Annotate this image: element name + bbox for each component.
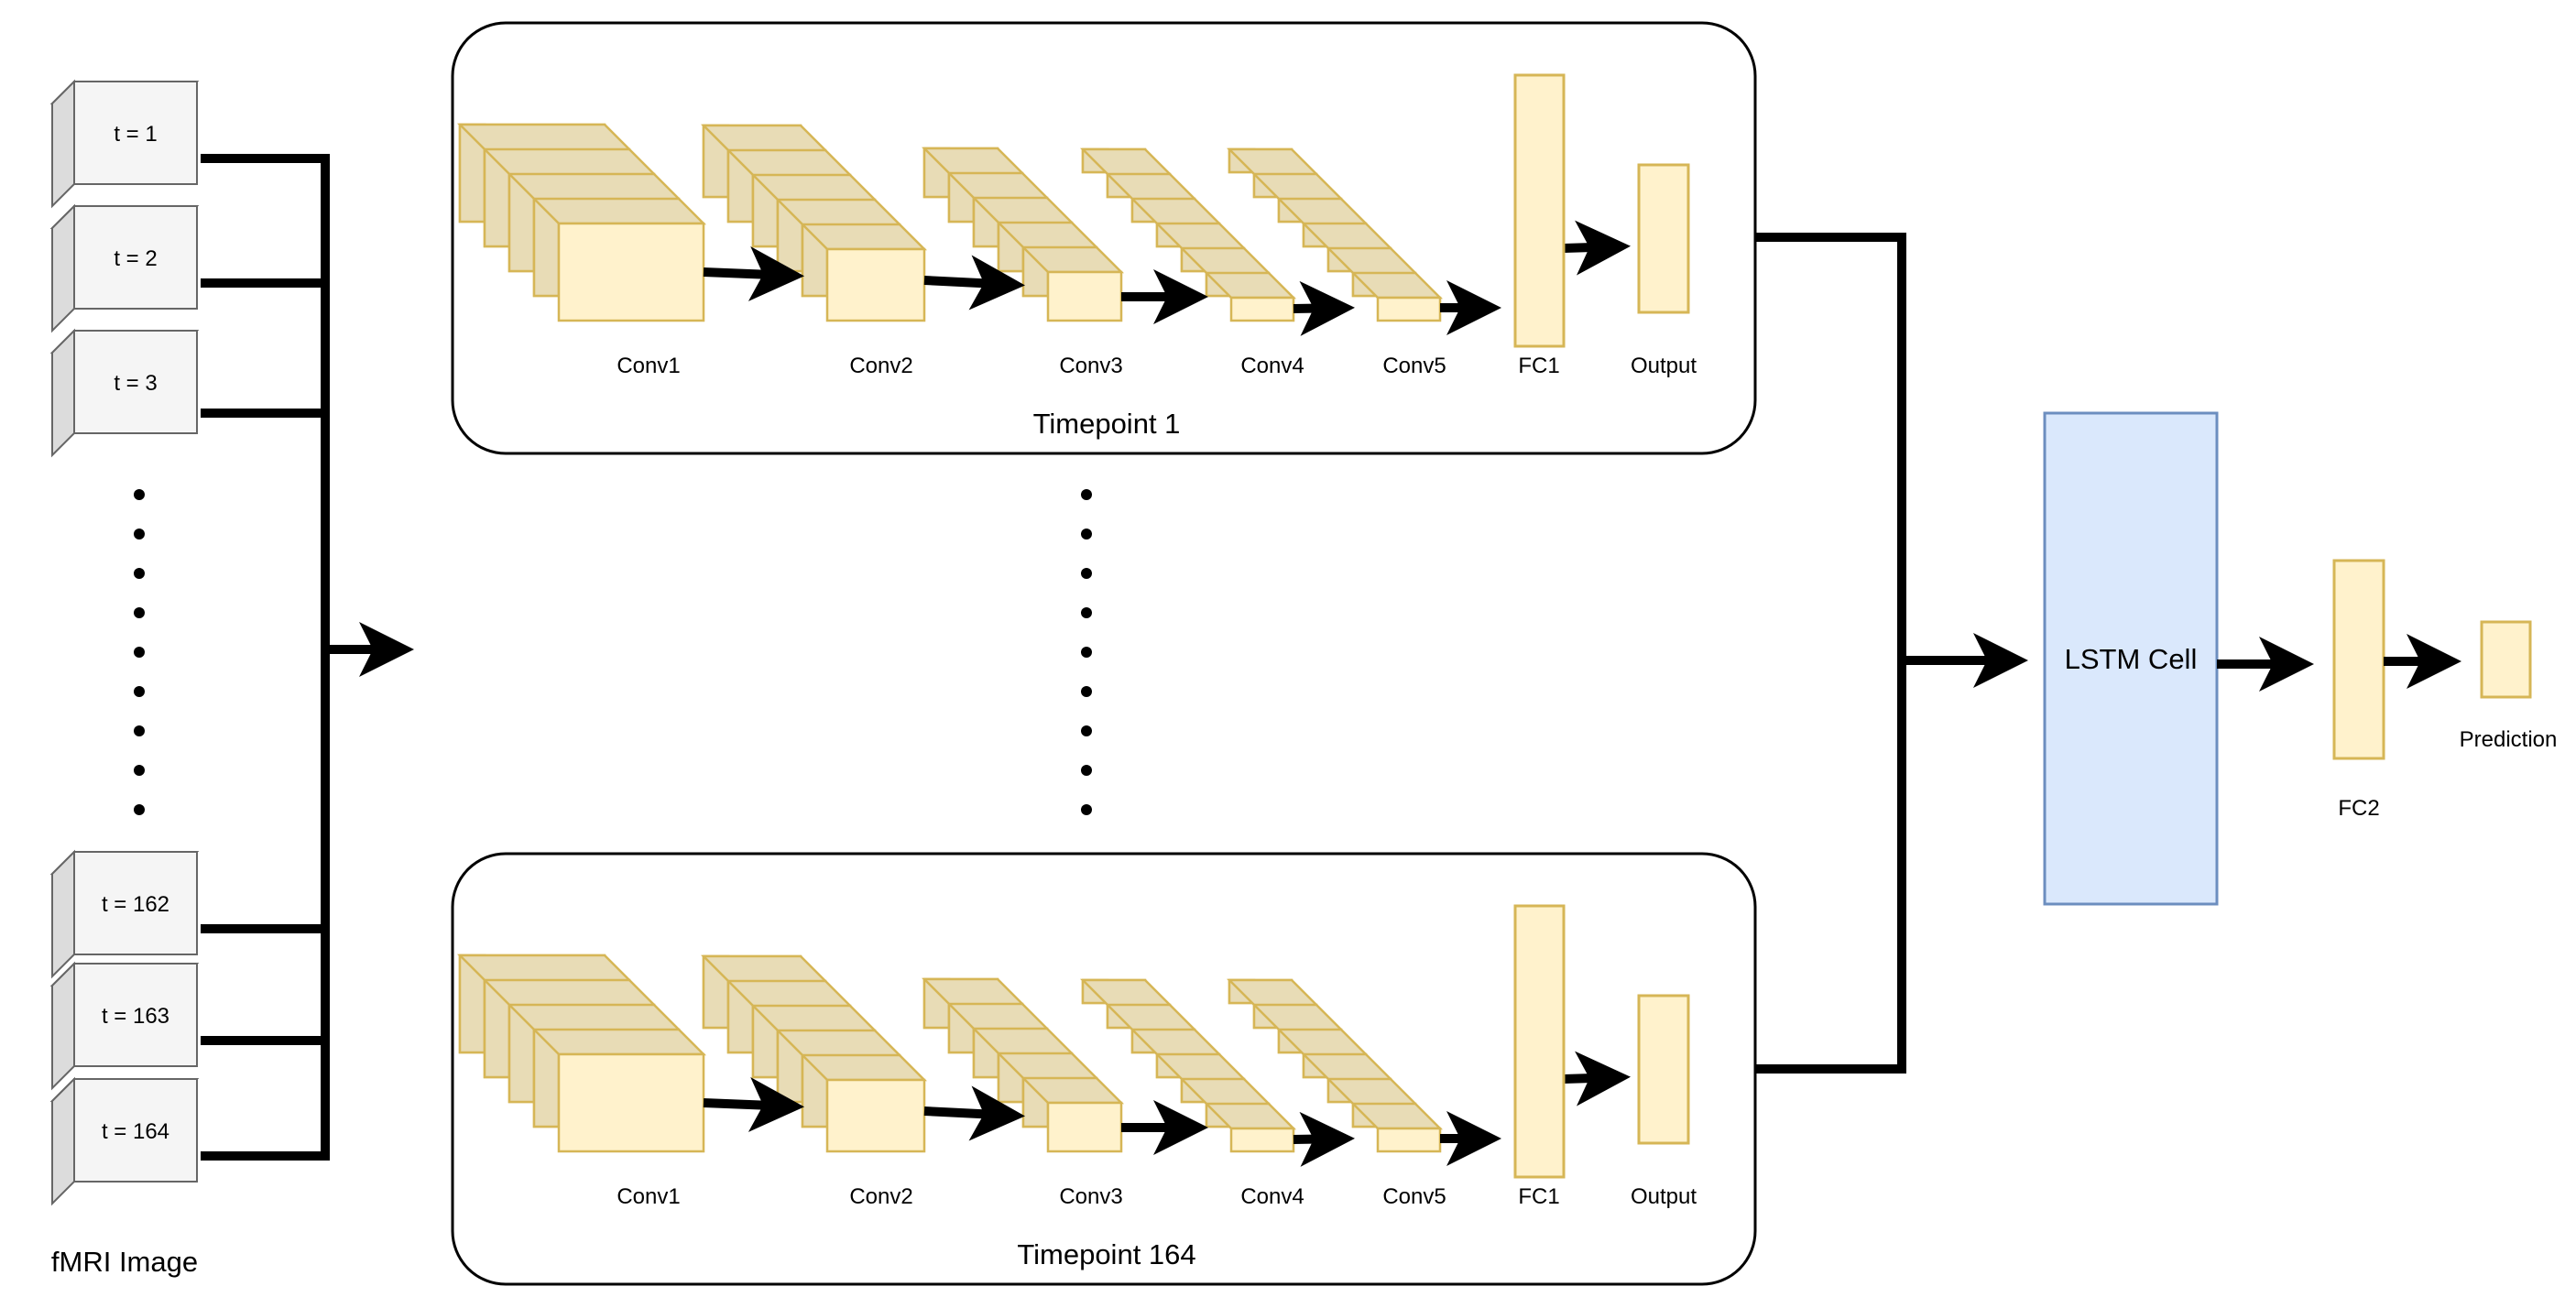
prediction-label: Prediction	[2460, 727, 2558, 752]
layer-label: Conv1	[617, 354, 680, 378]
fmri-frame-stack: t = 1 t = 2 t = 3 t = 162 t = 163 t = 164	[49, 79, 200, 1206]
frame-label: t = 3	[114, 371, 157, 396]
frame-label: t = 162	[102, 892, 169, 917]
fmri-frame: t = 1	[49, 79, 200, 209]
timepoint-title: Timepoint 1	[1033, 408, 1181, 440]
flow-arrow	[1293, 280, 1355, 336]
cnn-block-timepoint-1: Conv1 Conv2 Conv3 Conv4 Conv5 FC1 OutputTimepo…	[451, 21, 1757, 455]
conv-layer-2	[700, 954, 928, 1153]
fc1-layer	[1513, 73, 1566, 348]
fmri-frame: t = 3	[49, 328, 200, 458]
frame-ellipsis	[134, 489, 145, 815]
layer-label: Output	[1631, 1184, 1697, 1209]
layer-label: Conv3	[1059, 1184, 1122, 1209]
layer-label: Conv5	[1382, 354, 1446, 378]
flow-arrow	[703, 246, 804, 301]
frame-bus-connector	[201, 154, 414, 1161]
layer-label: Conv1	[617, 1184, 680, 1209]
fc2-layer	[2332, 559, 2385, 760]
conv-layer-1	[456, 954, 707, 1153]
output-layer	[1637, 163, 1690, 314]
lstm-merge-connector	[1755, 233, 2028, 1074]
layer-label: Conv4	[1240, 354, 1304, 378]
conv-layer-3	[921, 977, 1125, 1153]
flow-arrow	[923, 255, 1025, 311]
fmri-frame: t = 164	[49, 1076, 200, 1206]
fmri-frame: t = 163	[49, 961, 200, 1091]
conv-layer-1	[456, 123, 707, 322]
frame-label: t = 2	[114, 246, 157, 271]
layer-label: Conv2	[849, 354, 912, 378]
conv-layer-4	[1079, 978, 1297, 1153]
flow-arrow	[703, 1077, 804, 1132]
conv-layer-5	[1226, 978, 1444, 1153]
conv-layer-5	[1226, 147, 1444, 322]
prediction-node	[2480, 620, 2532, 699]
layer-label: Output	[1631, 354, 1697, 378]
frame-label: t = 164	[102, 1119, 169, 1144]
frame-label: t = 1	[114, 122, 157, 147]
flow-arrow	[1563, 1051, 1631, 1106]
fmri-image-caption: fMRI Image	[51, 1246, 198, 1278]
layer-label: Conv2	[849, 1184, 912, 1209]
fc1-layer	[1513, 904, 1566, 1179]
lstm-cell-label: LSTM Cell	[2065, 643, 2198, 675]
layer-label: Conv4	[1240, 1184, 1304, 1209]
flow-arrow	[1563, 220, 1631, 276]
conv-layer-2	[700, 124, 928, 322]
fc2-label: FC2	[2338, 796, 2379, 821]
conv-layer-4	[1079, 147, 1297, 322]
layer-label: FC1	[1518, 1184, 1559, 1209]
fmri-frame: t = 162	[49, 849, 200, 979]
lstm-cell	[2043, 411, 2219, 906]
frame-label: t = 163	[102, 1004, 169, 1029]
fmri-frame: t = 2	[49, 203, 200, 333]
timepoint-title: Timepoint 164	[1017, 1238, 1195, 1270]
output-layer	[1637, 994, 1690, 1145]
block-ellipsis	[1081, 489, 1092, 815]
cnn-block-timepoint-164: Conv1 Conv2 Conv3 Conv4 Conv5 FC1 OutputTimepo…	[451, 852, 1757, 1286]
layer-label: FC1	[1518, 354, 1559, 378]
flow-arrow	[923, 1085, 1025, 1141]
layer-label: Conv3	[1059, 354, 1122, 378]
layer-label: Conv5	[1382, 1184, 1446, 1209]
